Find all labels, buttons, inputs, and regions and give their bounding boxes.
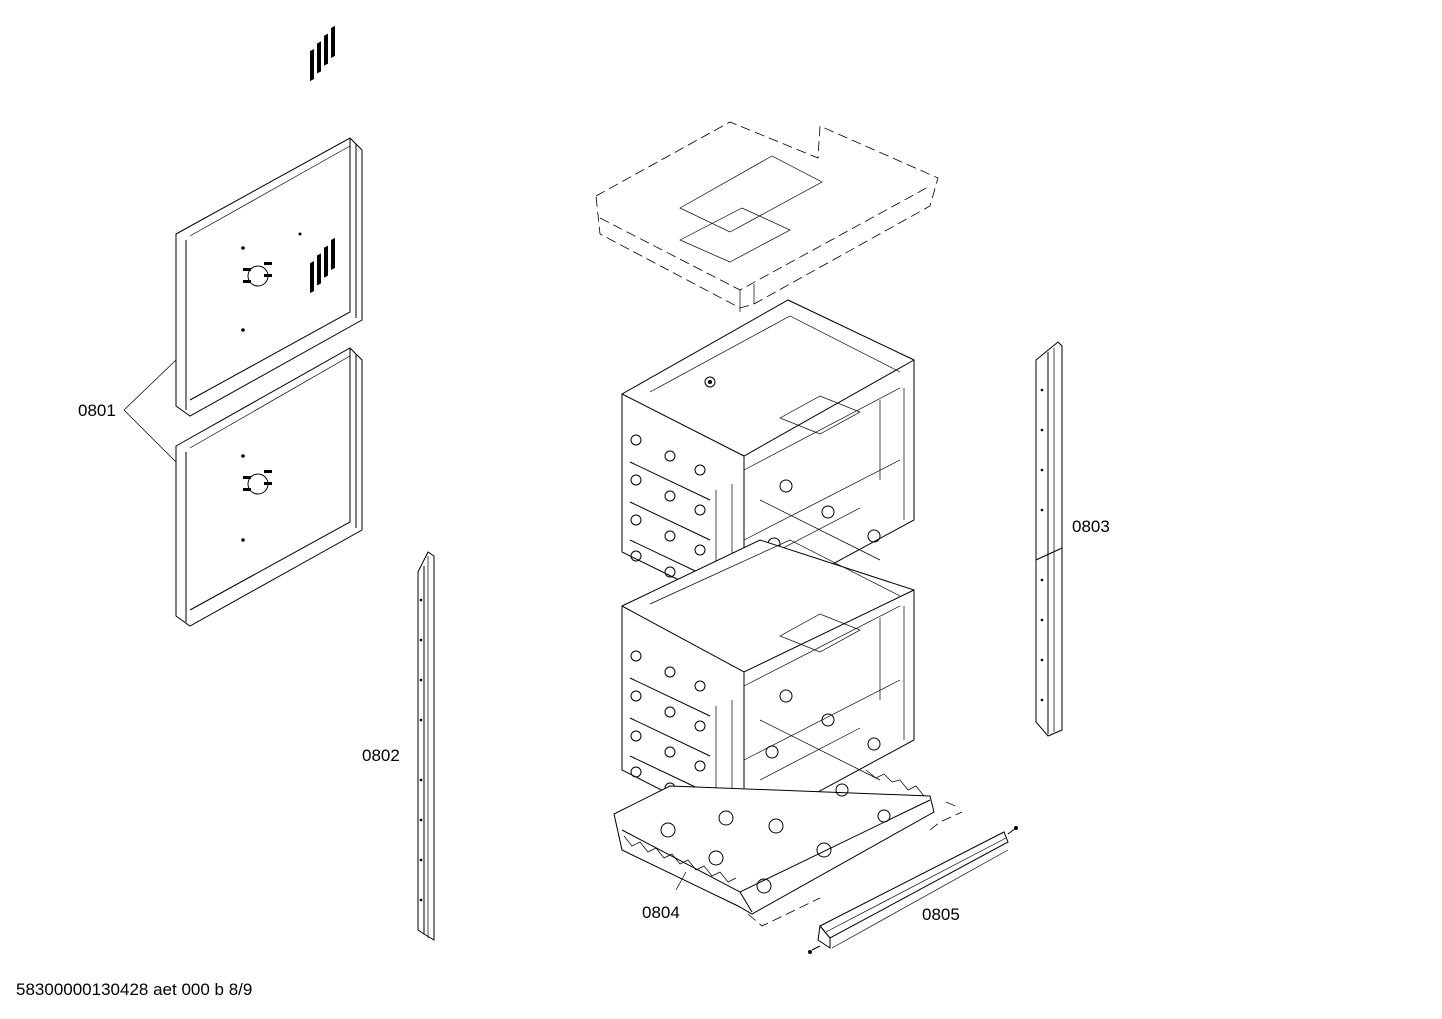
screw-icon xyxy=(808,945,821,954)
part-label-0805: 0805 xyxy=(922,905,960,924)
bottom-tray xyxy=(613,769,935,915)
part-label-0804: 0804 xyxy=(642,903,680,922)
side-panel-upper xyxy=(175,25,363,417)
top-cover xyxy=(595,121,939,312)
drawing-reference-footer: 58300000130428 aet 000 b 8/9 xyxy=(16,980,253,999)
vent-grille-icon xyxy=(310,25,335,82)
part-label-0802: 0802 xyxy=(362,746,400,765)
side-panel-lower xyxy=(175,237,363,627)
screw-icon xyxy=(1007,826,1018,835)
right-rail xyxy=(1035,341,1063,737)
front-strip xyxy=(747,801,1018,954)
callout-leaders-0801 xyxy=(123,359,177,463)
fastener-cluster-icon xyxy=(243,470,272,495)
fastener-cluster-icon xyxy=(243,262,272,287)
upper-cavity-frame xyxy=(621,299,915,613)
vent-grille-icon xyxy=(310,237,335,294)
tray-bosses xyxy=(660,783,891,894)
left-rail xyxy=(417,551,435,941)
part-label-0801: 0801 xyxy=(78,401,116,420)
part-label-0803: 0803 xyxy=(1072,517,1110,536)
